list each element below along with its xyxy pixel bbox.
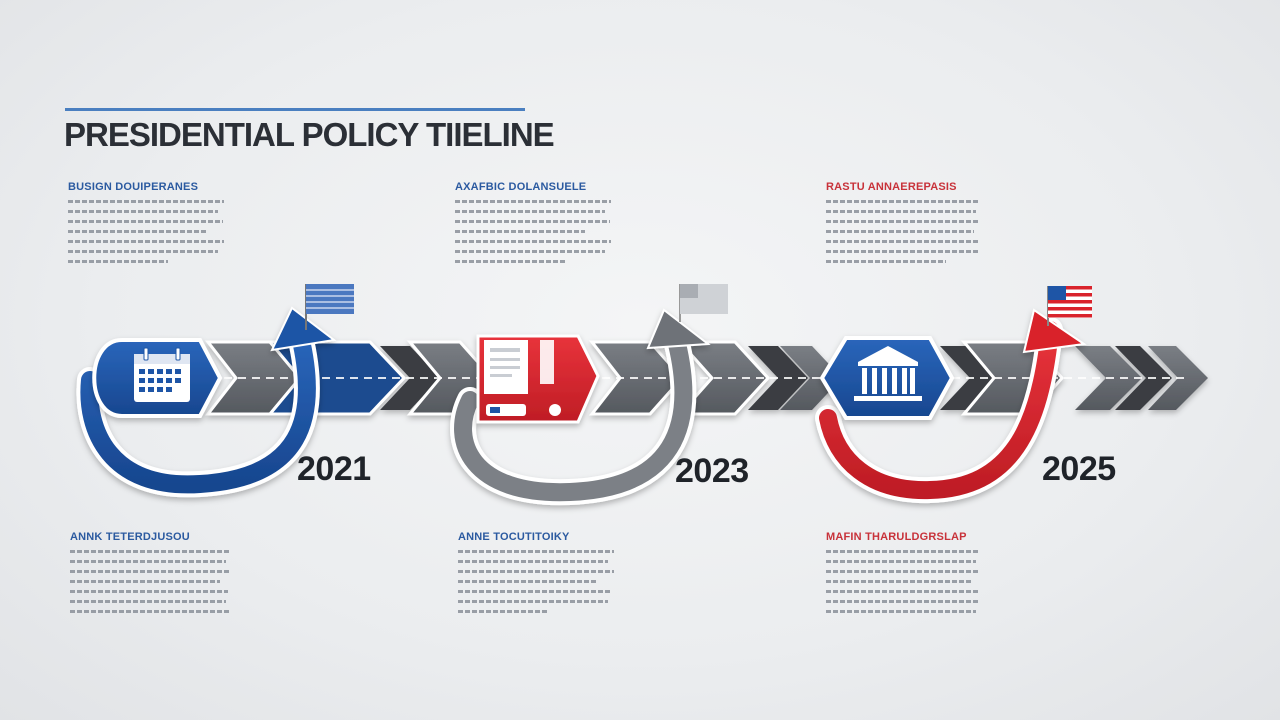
text-line	[458, 560, 608, 563]
text-line	[826, 580, 972, 583]
text-line	[70, 580, 220, 583]
text-line	[70, 550, 230, 553]
milestone-1-top-heading: BUSIGN DOUIPERANES	[68, 181, 199, 193]
flag-icon-blue	[305, 284, 354, 330]
text-line	[826, 570, 980, 573]
text-line	[70, 590, 228, 593]
text-line	[70, 610, 230, 613]
text-line	[70, 570, 230, 573]
text-line	[458, 570, 614, 573]
milestone-3-top-block: RASTU ANNAEREPASIS	[826, 181, 986, 263]
milestone-2-year: 2023	[675, 452, 749, 490]
text-line	[458, 550, 614, 553]
text-line	[455, 210, 605, 213]
milestone-3-loop-arrow	[815, 308, 1087, 504]
text-line	[68, 220, 223, 223]
us-flag-icon	[1047, 286, 1092, 326]
text-line	[68, 260, 168, 263]
milestone-1-bottom-block: ANNK TETERDJUSOU	[70, 531, 230, 613]
page-title: PRESIDENTIAL POLICY TIIELINE	[64, 116, 555, 153]
title-rule	[65, 108, 525, 111]
text-line	[455, 260, 565, 263]
text-line	[455, 240, 611, 243]
text-line	[826, 590, 978, 593]
text-line	[826, 550, 980, 553]
milestone-1-loop-arrow	[76, 306, 337, 498]
text-line	[826, 600, 980, 603]
document-icon	[484, 340, 561, 416]
milestone-1-year: 2021	[297, 450, 371, 488]
milestone-2-top-heading: AXAFBIC DOLANSUELE	[455, 181, 587, 193]
chevron-segment	[780, 346, 842, 410]
text-line	[826, 610, 976, 613]
milestone-2-bottom-heading: ANNE TOCUTITOIKY	[458, 531, 570, 543]
text-line	[826, 250, 980, 253]
milestone-1-top-block: BUSIGN DOUIPERANES	[68, 181, 228, 263]
calendar-icon	[134, 347, 190, 402]
chevron-segment	[748, 346, 808, 410]
text-line	[826, 230, 974, 233]
text-line	[68, 250, 218, 253]
milestone-3-top-heading: RASTU ANNAEREPASIS	[826, 181, 957, 193]
text-line	[826, 560, 976, 563]
text-line	[455, 250, 605, 253]
chevron-segment	[676, 340, 771, 416]
text-line	[455, 230, 585, 233]
milestone-3-year: 2025	[1042, 450, 1116, 488]
capitol-building-icon	[854, 346, 922, 401]
text-line	[68, 200, 224, 203]
milestone-2-bottom-block: ANNE TOCUTITOIKY	[458, 531, 618, 613]
text-line	[826, 240, 978, 243]
text-line	[68, 230, 208, 233]
text-line	[458, 600, 608, 603]
milestone-3-bottom-heading: MAFIN THARULDGRSLAP	[826, 531, 967, 543]
milestone-1-bottom-heading: ANNK TETERDJUSOU	[70, 531, 190, 543]
text-line	[455, 200, 611, 203]
milestone-3-bottom-block: MAFIN THARULDGRSLAP	[826, 531, 986, 613]
milestone-2-top-block: AXAFBIC DOLANSUELE	[455, 181, 615, 263]
text-line	[826, 200, 978, 203]
text-line	[458, 580, 598, 583]
text-line	[455, 220, 610, 223]
flag-icon-gray	[679, 284, 728, 322]
text-line	[70, 560, 226, 563]
text-line	[826, 220, 980, 223]
text-line	[68, 210, 218, 213]
text-line	[826, 260, 946, 263]
text-line	[826, 210, 976, 213]
text-line	[70, 600, 226, 603]
text-line	[68, 240, 224, 243]
text-line	[458, 610, 548, 613]
milestone-2-loop-arrow	[450, 308, 711, 506]
chevron-segment	[1115, 346, 1172, 410]
text-line	[458, 590, 612, 593]
